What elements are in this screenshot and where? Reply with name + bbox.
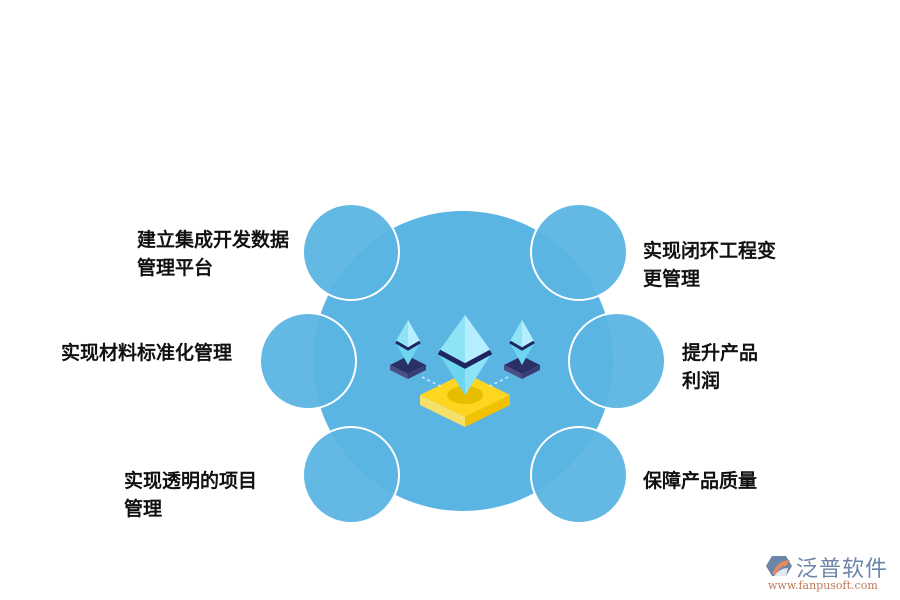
label-middle-left: 实现材料标准化管理 xyxy=(61,339,232,367)
label-middle-right: 提升产品 利润 xyxy=(682,339,758,395)
circle-middle-left xyxy=(259,312,357,410)
circle-bottom-left xyxy=(302,426,400,524)
circle-top-right xyxy=(530,203,628,301)
label-line: 更管理 xyxy=(643,268,701,290)
watermark-logo: 泛普软件 www.fanpusoft.com xyxy=(766,551,896,595)
label-line: 管理 xyxy=(124,498,163,520)
label-bottom-left: 实现透明的项目 管理 xyxy=(124,467,257,523)
ethereum-gems-on-platform-icon xyxy=(390,315,540,427)
label-line: 管理平台 xyxy=(137,257,214,279)
label-bottom-right: 保障产品质量 xyxy=(643,467,757,495)
label-line: 利润 xyxy=(682,370,721,392)
label-line: 实现闭环工程变 xyxy=(643,240,777,262)
label-line: 保障产品质量 xyxy=(643,470,758,492)
label-top-left: 建立集成开发数据 管理平台 xyxy=(137,226,289,282)
label-line: 建立集成开发数据 xyxy=(137,229,290,251)
fanpu-logo-icon xyxy=(766,556,792,576)
label-line: 实现透明的项目 xyxy=(124,470,258,492)
watermark-name: 泛普软件 xyxy=(796,557,889,582)
label-line: 实现材料标准化管理 xyxy=(61,342,233,364)
circle-middle-right xyxy=(568,312,666,410)
label-line: 提升产品 xyxy=(682,342,759,364)
watermark-url: www.fanpusoft.com xyxy=(768,579,878,592)
circle-top-left xyxy=(302,203,400,301)
label-top-right: 实现闭环工程变 更管理 xyxy=(643,237,776,293)
circle-bottom-right xyxy=(530,426,628,524)
